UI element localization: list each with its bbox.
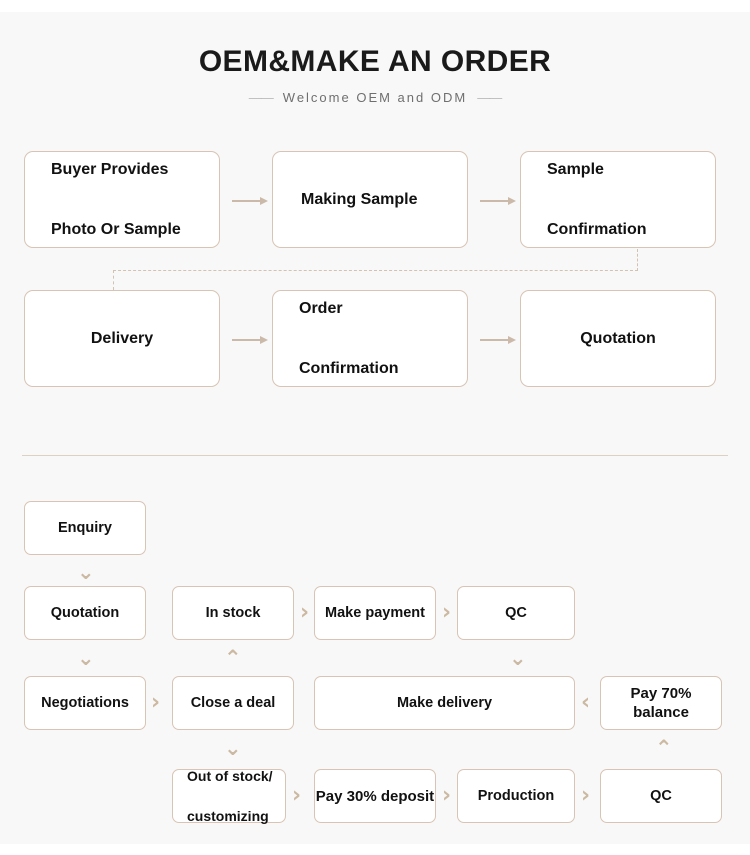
node-qc-bottom[interactable]: QC <box>600 769 722 823</box>
chevron-up-icon-close-a-deal-to-in-stock: ⌃ <box>224 646 242 670</box>
chevron-left-icon-pay-70-to-make-delivery: ‹ <box>581 690 591 715</box>
arrow-delivery-to-order-confirmation-icon <box>232 333 268 347</box>
node-label: Negotiations <box>41 694 129 711</box>
chevron-up-icon-qc-bottom-to-pay-70: ⌃ <box>655 736 673 760</box>
node-production[interactable]: Production <box>457 769 575 823</box>
chevron-right-icon-out-of-stock-to-pay-30: › <box>292 783 302 808</box>
dashed-connector-segment-horizontal <box>113 270 638 271</box>
node-label: In stock <box>205 604 261 621</box>
node-in-stock[interactable]: In stock <box>172 586 294 640</box>
node-line-2: customizing <box>187 808 269 824</box>
node-out-of-stock-customizing[interactable]: Out of stock/ customizing <box>172 768 286 824</box>
node-negotiations[interactable]: Negotiations <box>24 676 146 730</box>
chevron-right-icon-negotiations-to-close-a-deal: › <box>151 690 161 715</box>
subtitle-dash-left: —— <box>248 90 274 105</box>
node-line-1: Buyer Provides <box>51 160 169 178</box>
node-qc-top[interactable]: QC <box>457 586 575 640</box>
node-line-2: Confirmation <box>547 220 647 238</box>
node-quotation-top[interactable]: Quotation <box>520 290 716 387</box>
node-order-confirmation[interactable]: Order Confirmation <box>272 290 468 387</box>
node-line-2: Photo Or Sample <box>51 220 181 238</box>
node-line-2: Confirmation <box>299 359 399 377</box>
node-buyer-provides-photo-or-sample[interactable]: Buyer Provides Photo Or Sample <box>24 151 220 248</box>
node-label: Making Sample <box>301 190 418 208</box>
dashed-connector-segment-down-right <box>637 249 638 271</box>
node-make-delivery[interactable]: Make delivery <box>314 676 575 730</box>
chevron-down-icon-close-a-deal-to-out-of-stock: ⌄ <box>224 736 242 760</box>
node-label: Quotation <box>580 329 656 347</box>
node-line-1: Sample <box>547 160 604 178</box>
section-divider <box>22 455 728 456</box>
node-label: Delivery <box>90 329 154 347</box>
subtitle-dash-right: —— <box>477 90 502 105</box>
header: OEM&MAKE AN ORDER —— Welcome OEM and ODM… <box>0 44 750 105</box>
chevron-right-icon-production-to-qc-bottom: › <box>581 783 591 808</box>
node-making-sample[interactable]: Making Sample <box>272 151 468 248</box>
node-line-1: Out of stock/ <box>187 768 273 784</box>
node-label: QC <box>505 604 527 621</box>
chevron-right-icon-in-stock-to-make-payment: › <box>300 600 310 625</box>
page-subtitle: Welcome OEM and ODM <box>282 90 468 105</box>
chevron-down-icon-qc-to-make-delivery: ⌄ <box>509 646 527 670</box>
node-label: Make payment <box>325 604 425 621</box>
node-quotation-bottom[interactable]: Quotation <box>24 586 146 640</box>
node-label: Make delivery <box>396 694 493 711</box>
node-label: Pay 30% deposit <box>315 787 435 805</box>
node-pay-70-balance[interactable]: Pay 70% balance <box>600 676 722 730</box>
arrow-making-to-sample-confirmation-icon <box>480 194 516 208</box>
node-label: Production <box>477 787 555 804</box>
node-label: QC <box>650 787 672 804</box>
arrow-buyer-to-making-icon <box>232 194 268 208</box>
node-line-1: Order <box>299 299 343 317</box>
arrow-order-confirmation-to-quotation-icon <box>480 333 516 347</box>
node-label: Quotation <box>50 604 120 621</box>
chevron-down-icon-quotation-to-negotiations: ⌄ <box>77 646 95 670</box>
subtitle-row: —— Welcome OEM and ODM —— <box>0 90 750 105</box>
node-delivery[interactable]: Delivery <box>24 290 220 387</box>
chevron-right-icon-make-payment-to-qc: › <box>442 600 452 625</box>
node-enquiry[interactable]: Enquiry <box>24 501 146 555</box>
node-label: Enquiry <box>58 519 112 536</box>
node-make-payment[interactable]: Make payment <box>314 586 436 640</box>
node-sample-confirmation[interactable]: Sample Confirmation <box>520 151 716 248</box>
node-label: Pay 70% balance <box>630 685 692 721</box>
chevron-down-icon-enquiry-to-quotation: ⌄ <box>77 560 95 584</box>
node-label: Close a deal <box>190 694 276 711</box>
node-close-a-deal[interactable]: Close a deal <box>172 676 294 730</box>
chevron-right-icon-pay-30-to-production: › <box>442 783 452 808</box>
dashed-connector-segment-down-left <box>113 270 114 290</box>
page-title: OEM&MAKE AN ORDER <box>198 45 552 78</box>
node-pay-30-deposit[interactable]: Pay 30% deposit <box>314 769 436 823</box>
